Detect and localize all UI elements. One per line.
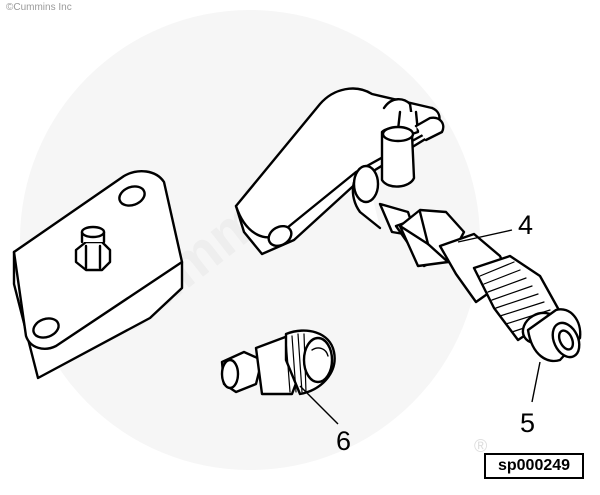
registered-mark-icon: ®: [474, 436, 487, 456]
cover-plate-with-plug: [12, 170, 184, 380]
leader-line-4: [457, 229, 513, 243]
callout-6: 6: [336, 426, 351, 456]
copyright-text: ©Cummins Inc: [6, 2, 72, 13]
part-5-plug-end: [526, 308, 582, 363]
leader-line-5: [531, 361, 541, 403]
mounting-plate: [234, 87, 445, 256]
callout-5: 5: [520, 408, 535, 438]
leader-line-6: [299, 385, 339, 425]
reference-code-badge: sp000249: [484, 453, 584, 479]
part-6-adapter: [220, 329, 336, 396]
callout-4: 4: [518, 210, 533, 240]
leader-lines: [299, 229, 541, 425]
